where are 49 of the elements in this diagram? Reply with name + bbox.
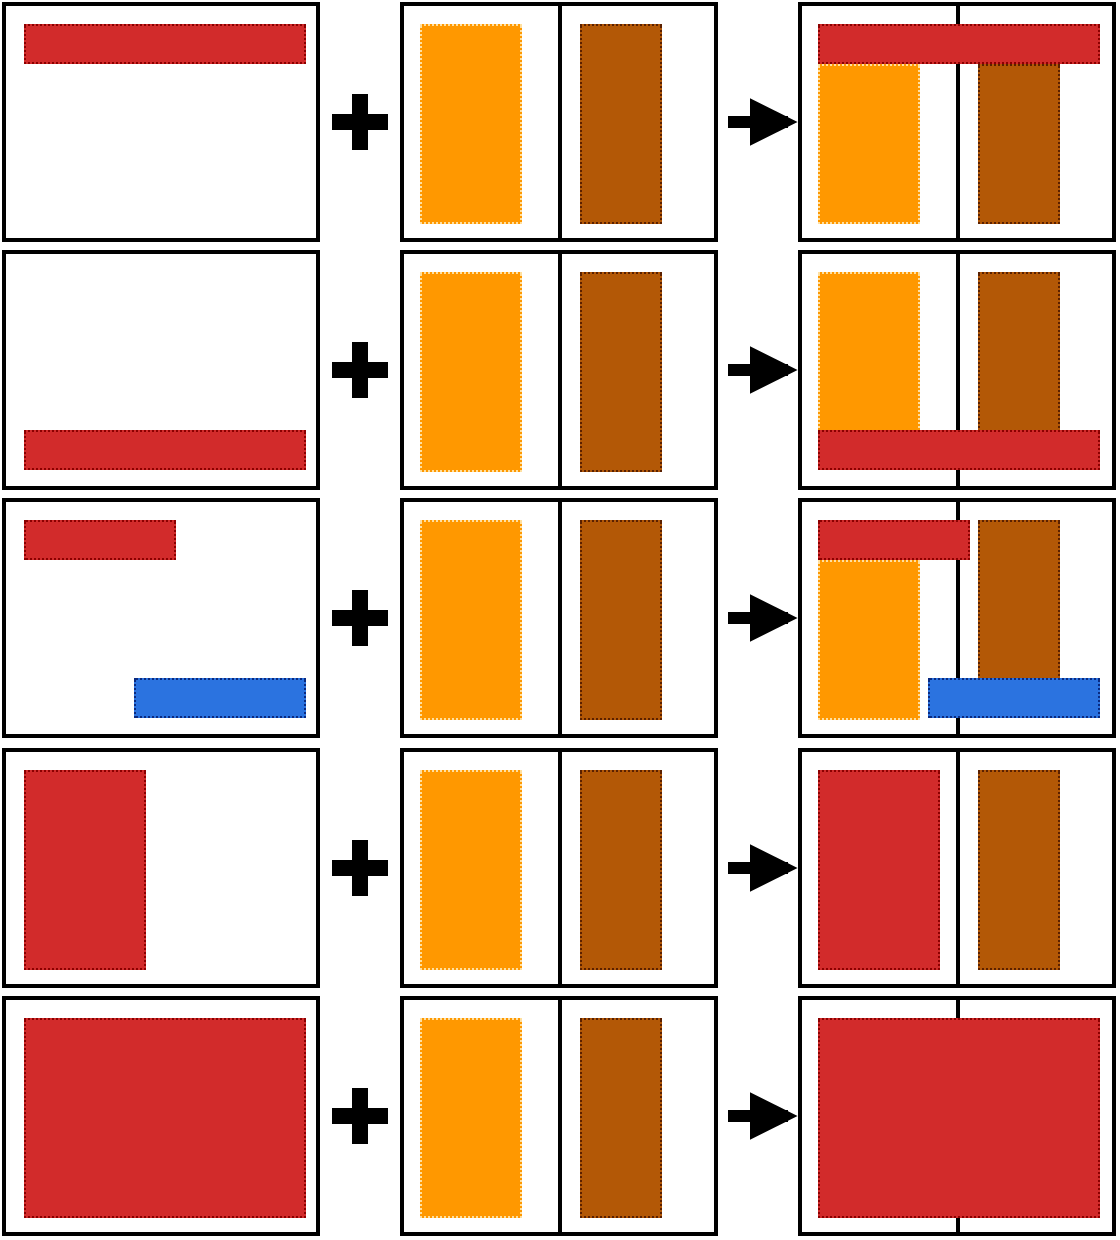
- layout-bar: [134, 678, 306, 718]
- layout-block: [420, 24, 522, 224]
- layout-block: [818, 560, 920, 720]
- layout-block: [978, 770, 1060, 970]
- layout-bar: [928, 678, 1100, 718]
- arrow: [728, 98, 798, 146]
- layout-block: [580, 520, 662, 720]
- layout-panel: [798, 748, 1116, 988]
- arrow: [728, 1092, 798, 1140]
- layout-panel: [2, 498, 320, 738]
- layout-block: [24, 1018, 306, 1218]
- layout-panel: [2, 748, 320, 988]
- layout-block: [818, 64, 920, 224]
- layout-bar: [818, 430, 1100, 470]
- layout-panel: [798, 2, 1116, 242]
- layout-panel: [400, 748, 718, 988]
- layout-panel: [400, 250, 718, 490]
- layout-block: [978, 64, 1060, 224]
- layout-panel: [798, 250, 1116, 490]
- arrow: [728, 844, 798, 892]
- layout-block: [978, 272, 1060, 432]
- layout-panel: [2, 996, 320, 1236]
- layout-block: [978, 520, 1060, 680]
- layout-block: [420, 272, 522, 472]
- layout-block: [818, 272, 920, 432]
- layout-bar: [818, 24, 1100, 64]
- layout-panel: [400, 498, 718, 738]
- layout-bar: [24, 24, 306, 64]
- layout-panel: [400, 2, 718, 242]
- layout-block: [580, 272, 662, 472]
- layout-block: [420, 1018, 522, 1218]
- layout-panel: [798, 498, 1116, 738]
- arrow: [728, 594, 798, 642]
- layout-bar: [24, 520, 176, 560]
- layout-block: [580, 770, 662, 970]
- layout-block: [24, 770, 146, 970]
- layout-panel: [2, 250, 320, 490]
- layout-panel: [2, 2, 320, 242]
- layout-block: [818, 1018, 1100, 1218]
- arrow: [728, 346, 798, 394]
- layout-panel: [798, 996, 1116, 1236]
- layout-bar: [818, 520, 970, 560]
- layout-panel: [400, 996, 718, 1236]
- layout-block: [420, 520, 522, 720]
- layout-block: [420, 770, 522, 970]
- layout-bar: [24, 430, 306, 470]
- layout-block: [580, 1018, 662, 1218]
- layout-block: [818, 770, 940, 970]
- layout-block: [580, 24, 662, 224]
